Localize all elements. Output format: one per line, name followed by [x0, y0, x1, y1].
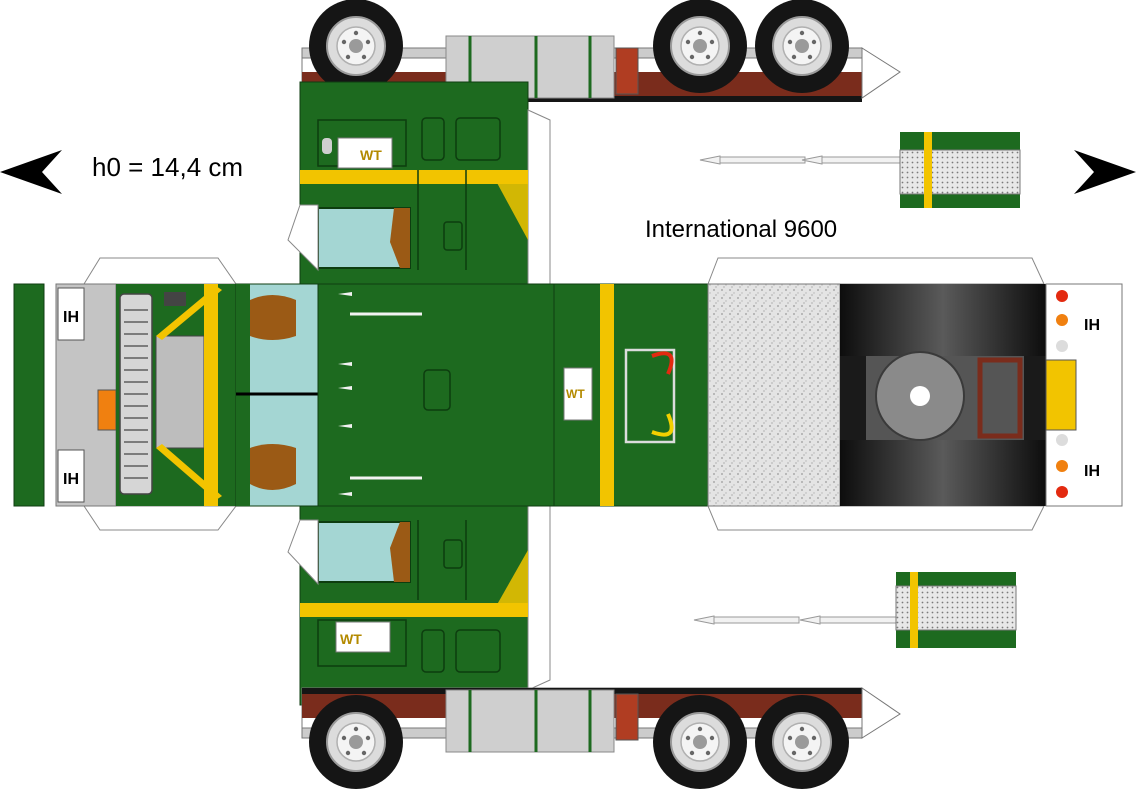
ih-logo-front-bottom: IH: [63, 471, 79, 488]
logo-wt-bottom: WT: [340, 631, 362, 647]
front-grille-panel: IH IH: [13, 257, 237, 531]
model-label: International 9600: [645, 216, 838, 243]
ih-logo-front-top: IH: [63, 309, 79, 326]
ih-logo-rear-top: IH: [1084, 317, 1100, 334]
ih-logo-rear-bottom: IH: [1084, 463, 1100, 480]
bottom-cab-side-panel: WT: [287, 504, 551, 706]
top-cab-side-panel: WT: [287, 81, 551, 286]
logo-wt-rear: WT: [566, 387, 585, 401]
scale-label: h0 = 14,4 cm: [92, 152, 244, 182]
rear-lights-panel: IH IH: [1045, 283, 1123, 507]
bottom-chassis-side: [301, 687, 901, 790]
right-arrow-marker: [1074, 150, 1136, 194]
rear-cab-panel: WT: [553, 283, 709, 507]
roof-windshield-panel: [235, 283, 555, 507]
upper-mirror-and-tank: [699, 132, 1021, 208]
logo-wt-top: WT: [360, 147, 382, 163]
chassis-deck-panel: [707, 257, 1046, 531]
left-arrow-marker: [0, 150, 62, 194]
lower-mirror-and-tank: [693, 572, 1017, 648]
